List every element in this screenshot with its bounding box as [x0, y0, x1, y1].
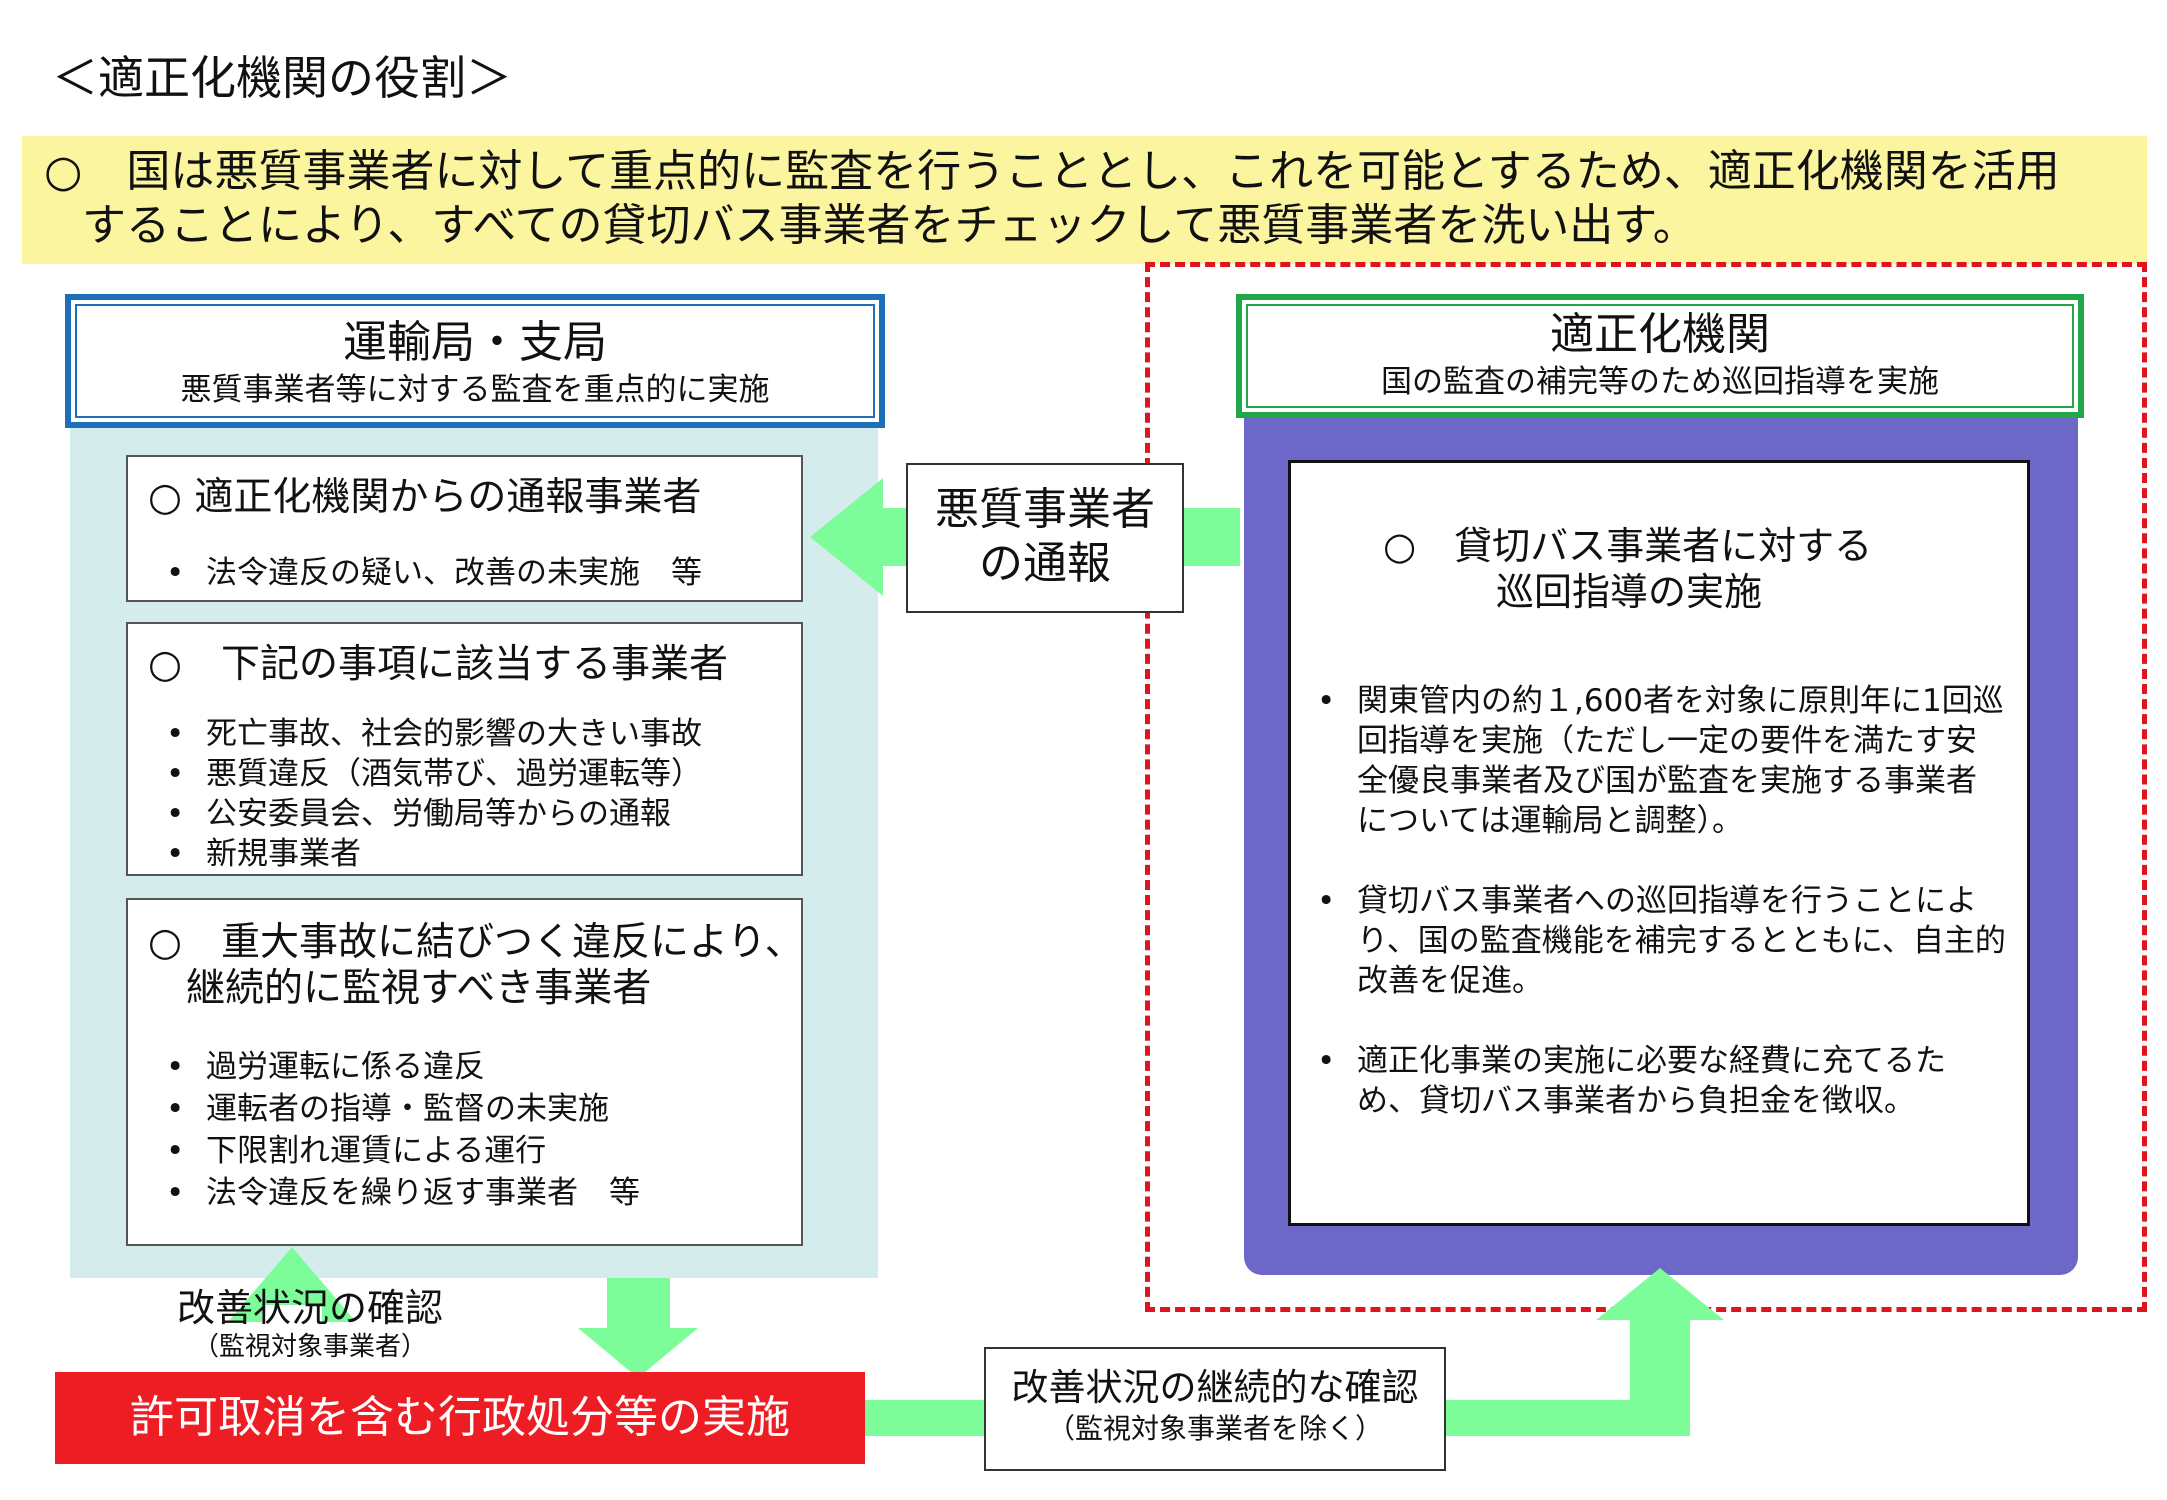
list-item: 貸切バス事業者への巡回指導を行うことにより、国の監査機能を補完するとともに、自主…	[1317, 881, 2007, 1001]
list-item: 死亡事故、社会的影響の大きい事故	[166, 714, 702, 754]
banner-line-2: することにより、すべての貸切バス事業者をチェックして悪質事業者を洗い出す。	[82, 200, 1697, 251]
box3-heading-line2: 継続的に監視すべき事業者	[186, 966, 652, 1011]
list-item: 法令違反の疑い、改善の未実施 等	[166, 553, 702, 593]
patrol-guidance-box: ○ 貸切バス事業者に対する 巡回指導の実施 関東管内の約１,600者を対象に原則…	[1288, 460, 2030, 1226]
list-item: 運転者の指導・監督の未実施	[166, 1088, 640, 1130]
continuous-check-box: 改善状況の継続的な確認 （監視対象事業者を除く）	[984, 1347, 1446, 1471]
improvement-check-main: 改善状況の確認	[176, 1286, 443, 1330]
patrol-heading-line1: ○ 貸切バス事業者に対する	[1383, 524, 1873, 568]
list-item: 悪質違反（酒気帯び、過労運転等）	[166, 754, 702, 794]
report-label: 悪質事業者 の通報	[906, 463, 1184, 613]
list-item: 公安委員会、労働局等からの通報	[166, 794, 702, 834]
box1-heading: ○ 適正化機関からの通報事業者	[148, 475, 702, 520]
agency-header: 適正化機関 国の監査の補完等のため巡回指導を実施	[1236, 294, 2084, 418]
list-item: 関東管内の約１,600者を対象に原則年に1回巡回指導を実施（ただし一定の要件を満…	[1317, 681, 2007, 841]
page-title: ＜適正化機関の役割＞	[52, 51, 512, 105]
box3-list: 過労運転に係る違反 運転者の指導・監督の未実施 下限割れ運賃による運行 法令違反…	[166, 1046, 640, 1214]
list-item: 新規事業者	[166, 834, 702, 874]
list-item: 下限割れ運賃による運行	[166, 1130, 640, 1172]
target-operators-box: ○ 下記の事項に該当する事業者 死亡事故、社会的影響の大きい事故 悪質違反（酒気…	[126, 622, 803, 876]
administrative-action-bar: 許可取消を含む行政処分等の実施	[55, 1372, 865, 1464]
report-line-2: の通報	[979, 538, 1111, 589]
bureau-title: 運輸局・支局	[343, 317, 607, 368]
improvement-check-sub: （監視対象事業者）	[192, 1332, 427, 1362]
box2-list: 死亡事故、社会的影響の大きい事故 悪質違反（酒気帯び、過労運転等） 公安委員会、…	[166, 714, 702, 874]
bureau-subtitle: 悪質事業者等に対する監査を重点的に実施	[180, 372, 770, 408]
patrol-heading-line2: 巡回指導の実施	[1496, 570, 1763, 614]
list-item: 適正化事業の実施に必要な経費に充てるため、貸切バス事業者から負担金を徴収。	[1317, 1041, 2007, 1121]
box1-list: 法令違反の疑い、改善の未実施 等	[166, 553, 702, 593]
bureau-header: 運輸局・支局 悪質事業者等に対する監査を重点的に実施	[65, 294, 885, 428]
down-arrow	[578, 1278, 698, 1378]
improvement-check-label: 改善状況の確認 （監視対象事業者）	[160, 1285, 460, 1363]
agency-title: 適正化機関	[1550, 309, 1770, 360]
patrol-list: 関東管内の約１,600者を対象に原則年に1回巡回指導を実施（ただし一定の要件を満…	[1317, 681, 2007, 1161]
agency-subtitle: 国の監査の補完等のため巡回指導を実施	[1381, 364, 1939, 400]
list-item: 過労運転に係る違反	[166, 1046, 640, 1088]
continuous-check-sub: （監視対象事業者を除く）	[1046, 1412, 1383, 1445]
monitored-operators-box: ○ 重大事故に結びつく違反により、 継続的に監視すべき事業者 過労運転に係る違反…	[126, 898, 804, 1246]
summary-banner: ○ 国は悪質事業者に対して重点的に監査を行うこととし、これを可能とするため、適正…	[22, 136, 2147, 264]
reported-operators-box: ○ 適正化機関からの通報事業者 法令違反の疑い、改善の未実施 等	[126, 455, 803, 602]
banner-line-1: ○ 国は悪質事業者に対して重点的に監査を行うこととし、これを可能とするため、適正…	[44, 146, 2060, 197]
box2-heading: ○ 下記の事項に該当する事業者	[148, 642, 729, 687]
report-line-1: 悪質事業者	[935, 484, 1155, 535]
box3-heading-line1: ○ 重大事故に結びつく違反により、	[148, 920, 804, 965]
list-item: 法令違反を繰り返す事業者 等	[166, 1172, 640, 1214]
continuous-check-main: 改善状況の継続的な確認	[1011, 1366, 1419, 1409]
up-arrow	[228, 1247, 356, 1322]
